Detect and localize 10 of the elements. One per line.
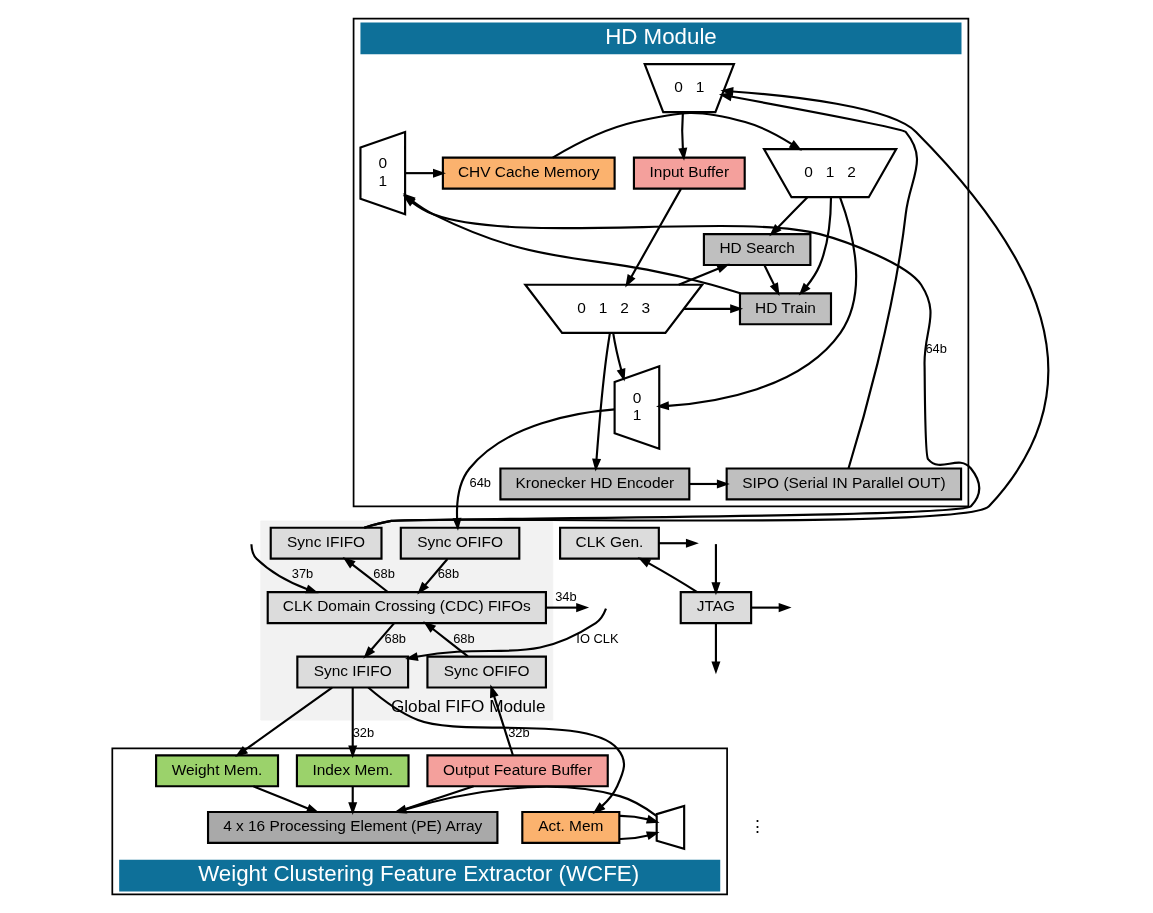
edge-label: 68b [383, 630, 406, 646]
edge-label: 68b [372, 566, 395, 582]
edge-label: 68b [452, 630, 475, 646]
edge-label: 64b [469, 474, 491, 490]
edge-label: 34b [554, 588, 577, 604]
edge-label: 64b [924, 340, 947, 356]
edge-label: IO CLK [575, 630, 619, 646]
edge-label: 37b [291, 566, 313, 582]
label: ⋮ [748, 815, 766, 836]
edge-label: 68b [437, 566, 459, 582]
